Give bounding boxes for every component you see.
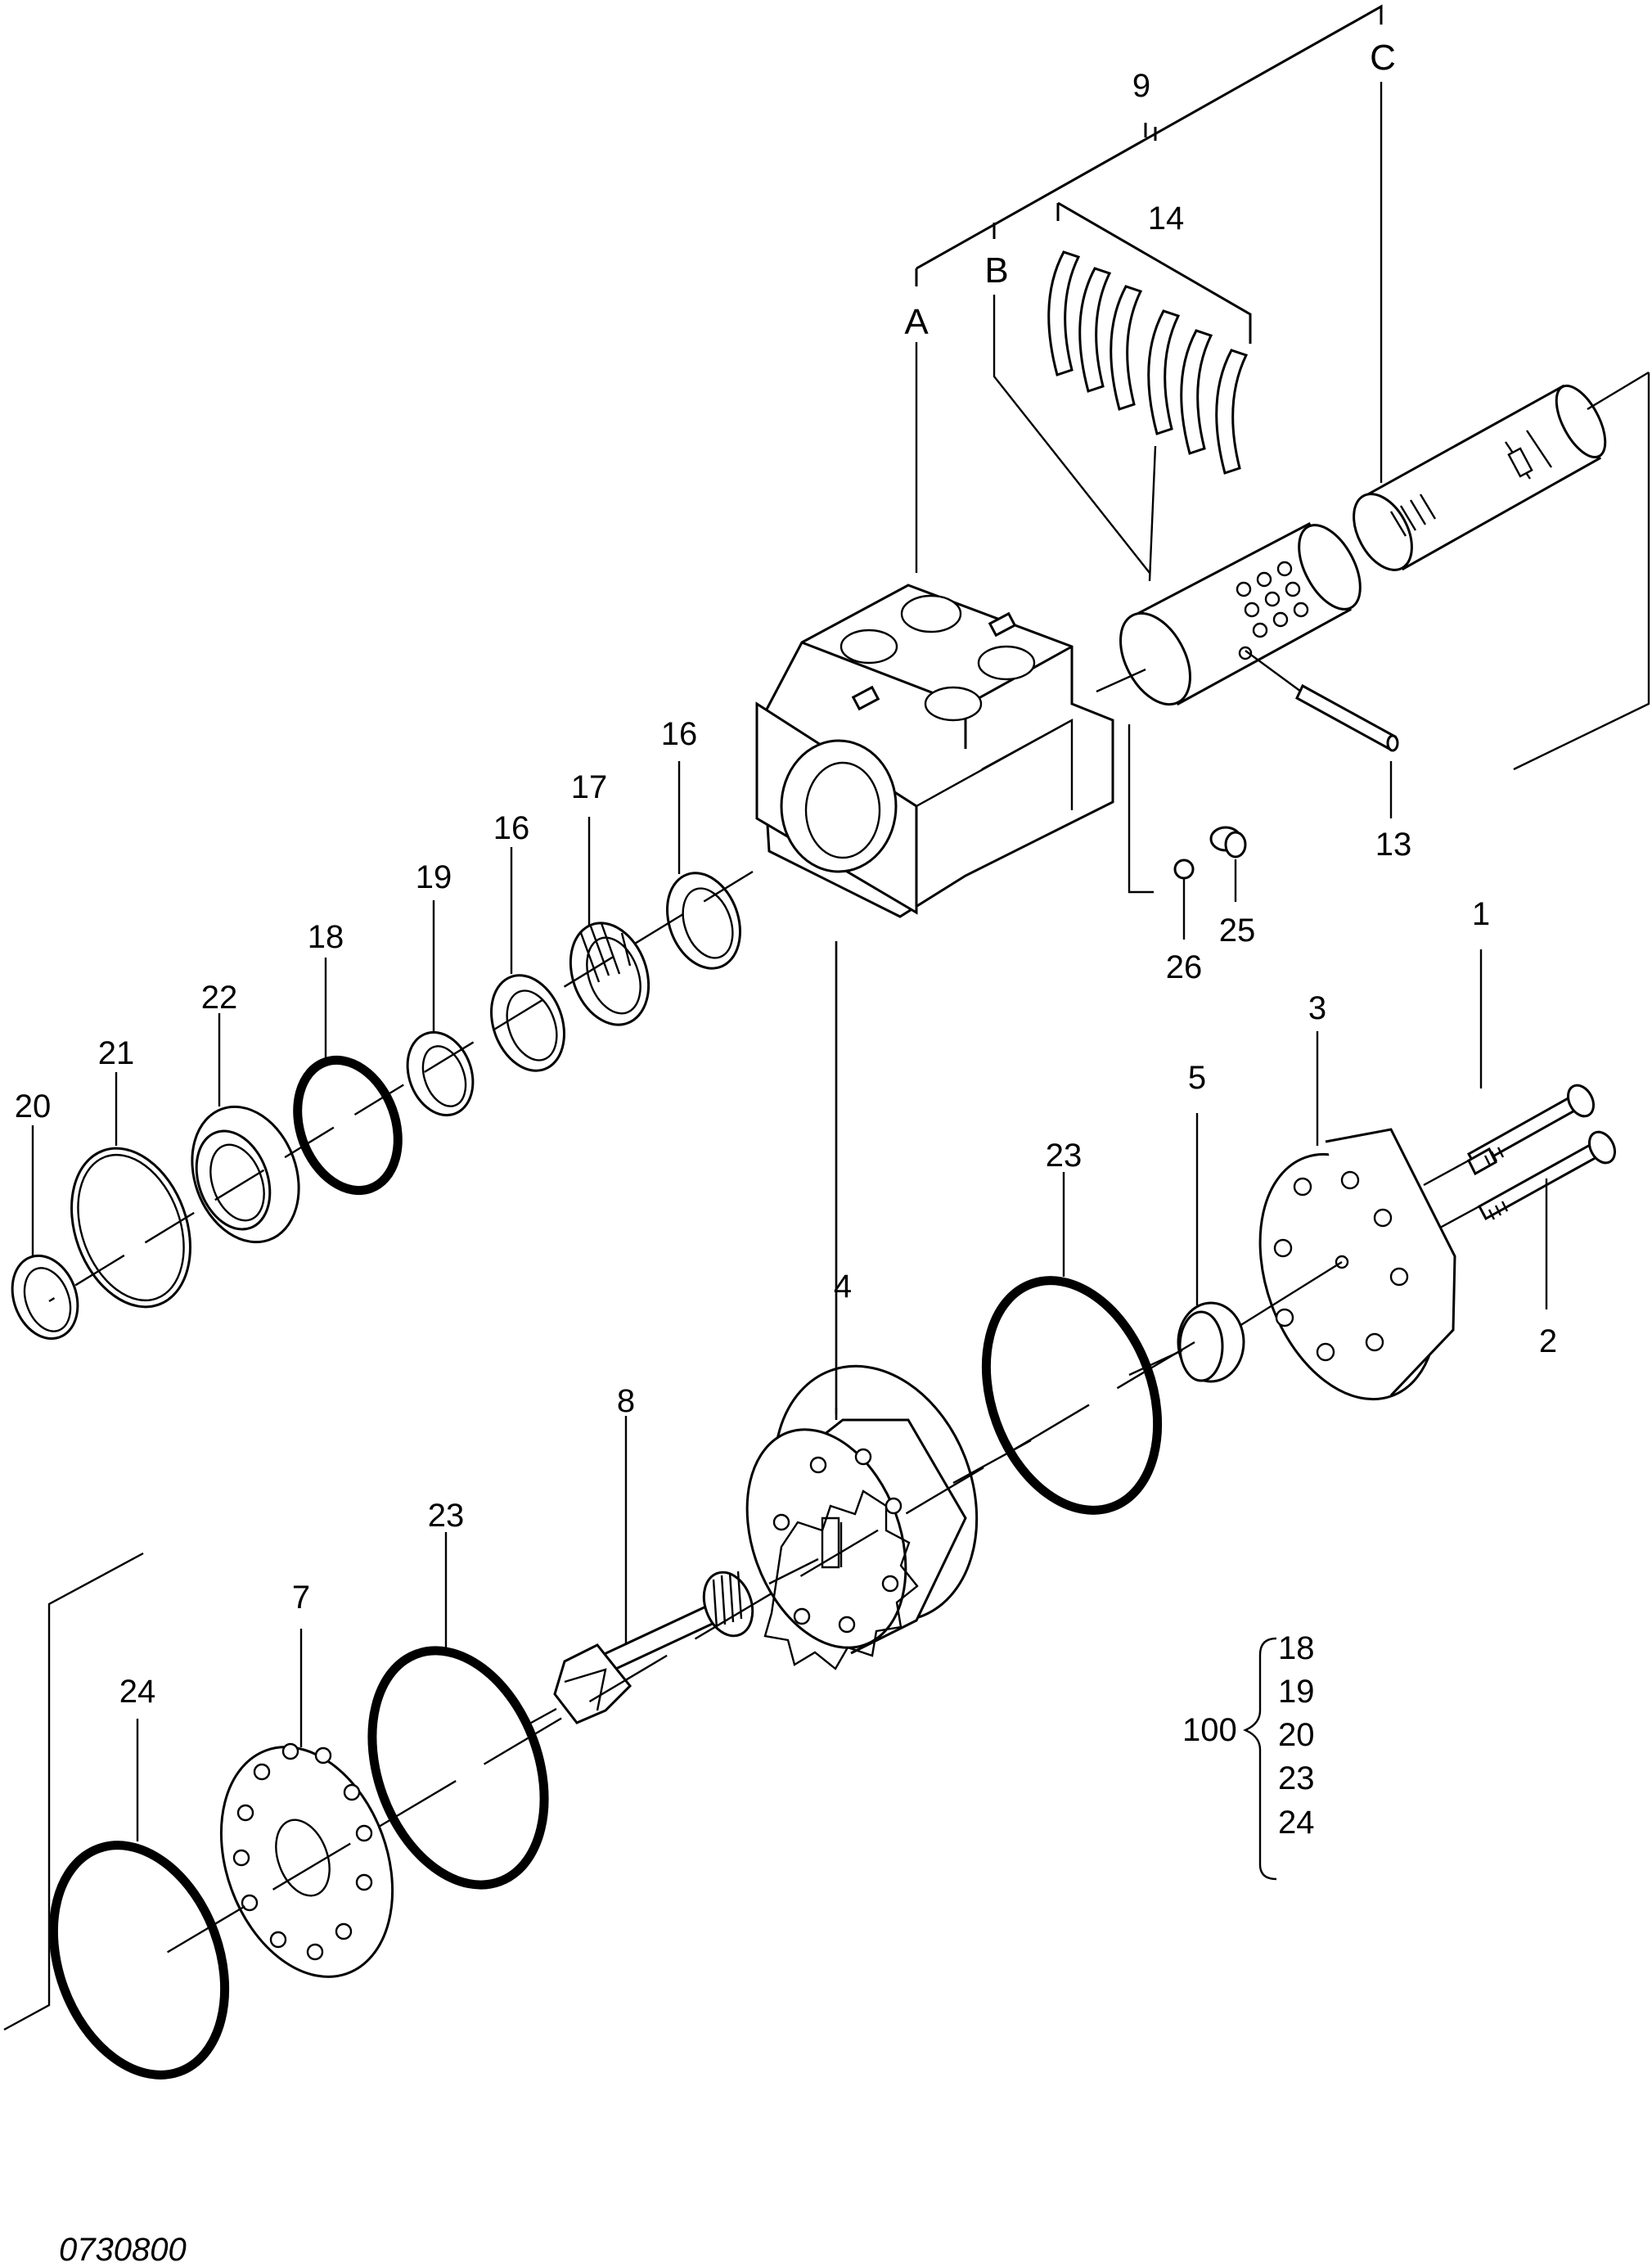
callout-13: 13 bbox=[1375, 827, 1412, 863]
callout-5: 5 bbox=[1188, 1060, 1206, 1096]
callout-16a: 16 bbox=[661, 716, 698, 752]
callout-1: 1 bbox=[1472, 896, 1490, 932]
callout-16b: 16 bbox=[493, 810, 530, 846]
kit-item-2: 19 bbox=[1278, 1674, 1315, 1710]
o-ring-upper bbox=[981, 1172, 1183, 1515]
callout-21: 21 bbox=[98, 1035, 135, 1071]
callout-7: 7 bbox=[292, 1580, 310, 1616]
ball-and-retainer bbox=[1173, 826, 1247, 940]
callout-23a: 23 bbox=[1046, 1138, 1083, 1174]
callout-25: 25 bbox=[1219, 913, 1256, 949]
gerotor-set bbox=[745, 941, 1032, 1670]
cross-pin bbox=[1245, 650, 1399, 818]
check-disc bbox=[1177, 1113, 1343, 1383]
kit-brace bbox=[1243, 1637, 1277, 1881]
valve-housing bbox=[755, 584, 1114, 918]
kit-item-4: 23 bbox=[1278, 1760, 1315, 1796]
callout-9: 9 bbox=[1132, 68, 1150, 104]
callout-19: 19 bbox=[416, 859, 452, 895]
housing-leaders bbox=[1096, 668, 1154, 894]
drawing-code: 0730800 bbox=[59, 2232, 187, 2267]
callout-26: 26 bbox=[1166, 949, 1203, 985]
callout-B: B bbox=[984, 250, 1008, 291]
callout-14: 14 bbox=[1148, 201, 1185, 237]
sleeve bbox=[1119, 521, 1362, 706]
callout-22: 22 bbox=[201, 980, 238, 1016]
callout-2: 2 bbox=[1539, 1323, 1557, 1359]
end-cap bbox=[1258, 1031, 1456, 1401]
callout-A: A bbox=[904, 302, 929, 342]
o-ring-lower bbox=[367, 1532, 557, 1890]
kit-list: 100 18 19 20 23 24 bbox=[1182, 1630, 1315, 1841]
upper-bracket-lines bbox=[915, 4, 1383, 582]
spool bbox=[1353, 384, 1607, 571]
bolts bbox=[1423, 949, 1617, 1309]
bracket-lower-left bbox=[3, 1552, 144, 2031]
callout-24: 24 bbox=[119, 1674, 156, 1710]
lower-axis bbox=[146, 1341, 1195, 1966]
o-ring-24 bbox=[48, 1719, 230, 2080]
drive-shaft bbox=[553, 1416, 819, 1724]
callout-8: 8 bbox=[617, 1383, 635, 1419]
centering-springs bbox=[1047, 250, 1249, 475]
wear-plate bbox=[219, 1629, 394, 1978]
seal-stack-upper bbox=[11, 761, 754, 1341]
callout-labels: 9 C 14 B A 16 17 16 19 18 22 21 20 13 25… bbox=[15, 38, 1557, 1710]
kit-label: 100 bbox=[1182, 1712, 1237, 1748]
callout-3: 3 bbox=[1308, 990, 1326, 1026]
callout-C: C bbox=[1370, 38, 1396, 78]
callout-17: 17 bbox=[571, 769, 608, 805]
bracket-right bbox=[1513, 371, 1650, 771]
kit-item-3: 20 bbox=[1278, 1717, 1315, 1753]
kit-item-1: 18 bbox=[1278, 1630, 1315, 1666]
callout-23b: 23 bbox=[428, 1498, 465, 1534]
kit-item-5: 24 bbox=[1278, 1805, 1315, 1841]
callout-4: 4 bbox=[834, 1269, 852, 1305]
callout-18: 18 bbox=[308, 919, 344, 955]
callout-20: 20 bbox=[15, 1088, 52, 1124]
